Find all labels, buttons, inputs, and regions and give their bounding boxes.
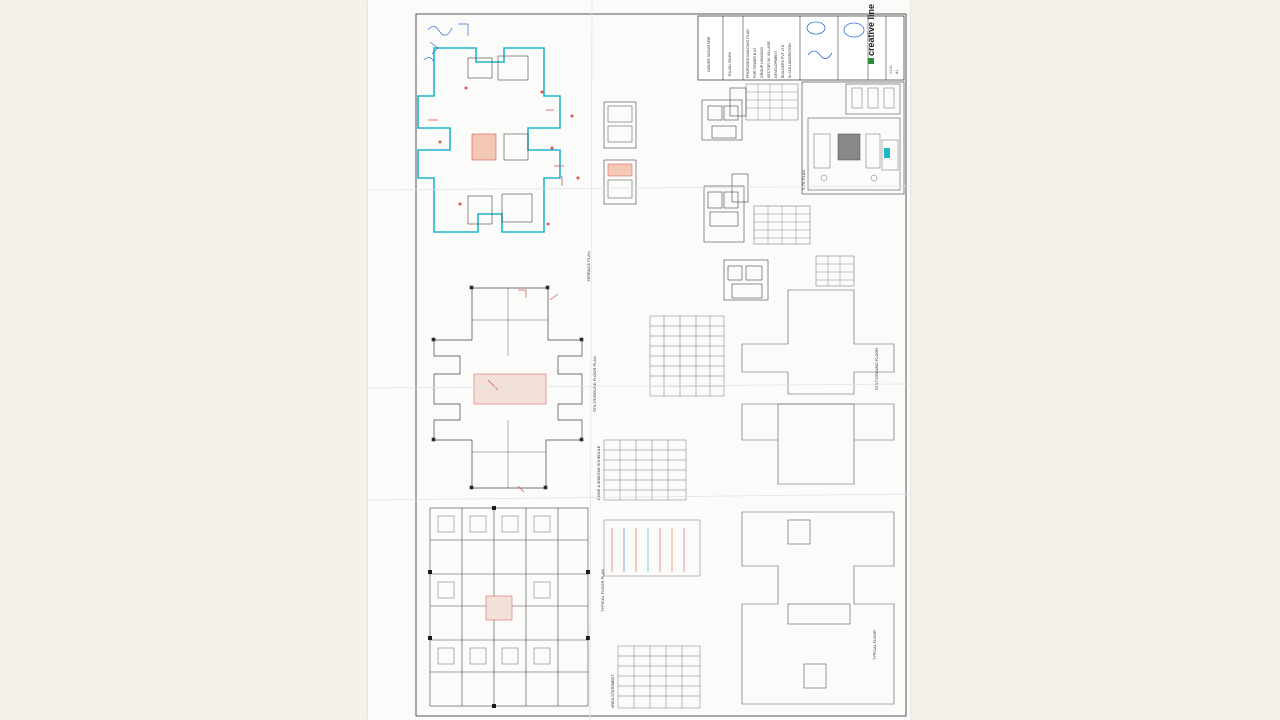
drawing-sheet: OWNER SIGNATURE RAJAN SINGH PROPOSED BUI… — [368, 0, 910, 720]
typical-floor-label: TYPICAL FLOOR PLAN — [600, 569, 605, 612]
svg-text:TYPICAL FLOOR: TYPICAL FLOOR — [873, 630, 877, 660]
paper-fold-lines — [368, 0, 910, 720]
service-floor-plans: STILT/GROUND FLOOR TYPICAL FLOOR — [741, 289, 895, 705]
door-window-schedule-tables: DOOR & WINDOW SCHEDULE AREA STAT — [597, 315, 725, 709]
svg-text:GROUP HOUSING: GROUP HOUSING — [760, 47, 764, 78]
svg-text:OWNER SIGNATURE: OWNER SIGNATURE — [707, 36, 711, 72]
site-plan-label: SITE PLAN — [801, 169, 806, 190]
svg-text:DEVELOPMENT: DEVELOPMENT — [774, 50, 778, 78]
svg-text:STILT/GROUND FLOOR: STILT/GROUND FLOOR — [875, 348, 879, 390]
brand-logo-text: creative line — [866, 4, 876, 56]
blueprint-drawing: OWNER SIGNATURE RAJAN SINGH PROPOSED BUI… — [368, 0, 910, 720]
typical-floor-plan: TYPICAL FLOOR PLAN — [428, 506, 605, 708]
stilt-ground-floor-plan: STILT/GROUND FLOOR PLAN — [431, 285, 597, 493]
typical-unit-plans — [701, 83, 855, 301]
area-statement-label: AREA STATEMENT — [611, 674, 615, 708]
svg-text:A1: A1 — [895, 70, 899, 74]
svg-text:BUILDERS PVT LTD: BUILDERS PVT LTD — [781, 44, 785, 78]
title-block: OWNER SIGNATURE RAJAN SINGH PROPOSED BUI… — [697, 4, 905, 81]
svg-text:IN COLLABORATION: IN COLLABORATION — [788, 43, 792, 78]
schedule-label: DOOR & WINDOW SCHEDULE — [597, 445, 601, 500]
stilt-floor-label: STILT/GROUND FLOOR PLAN — [592, 356, 597, 412]
site-plan-thumbnail: SITE PLAN — [801, 81, 905, 195]
svg-text:RAJAN SINGH: RAJAN SINGH — [728, 51, 732, 76]
svg-text:SECTOR 36, VILLAGE: SECTOR 36, VILLAGE — [767, 41, 771, 78]
terrace-plan-label: TERRACE PLAN — [586, 251, 591, 282]
terrace-plan: TERRACE PLAN — [417, 23, 637, 282]
svg-text:FOR TOWER B AT: FOR TOWER B AT — [753, 47, 757, 78]
svg-text:1:100: 1:100 — [889, 65, 893, 74]
title-block-heading: PROPOSED BUILDING PLAN — [746, 29, 750, 78]
sheet-border — [415, 13, 907, 717]
